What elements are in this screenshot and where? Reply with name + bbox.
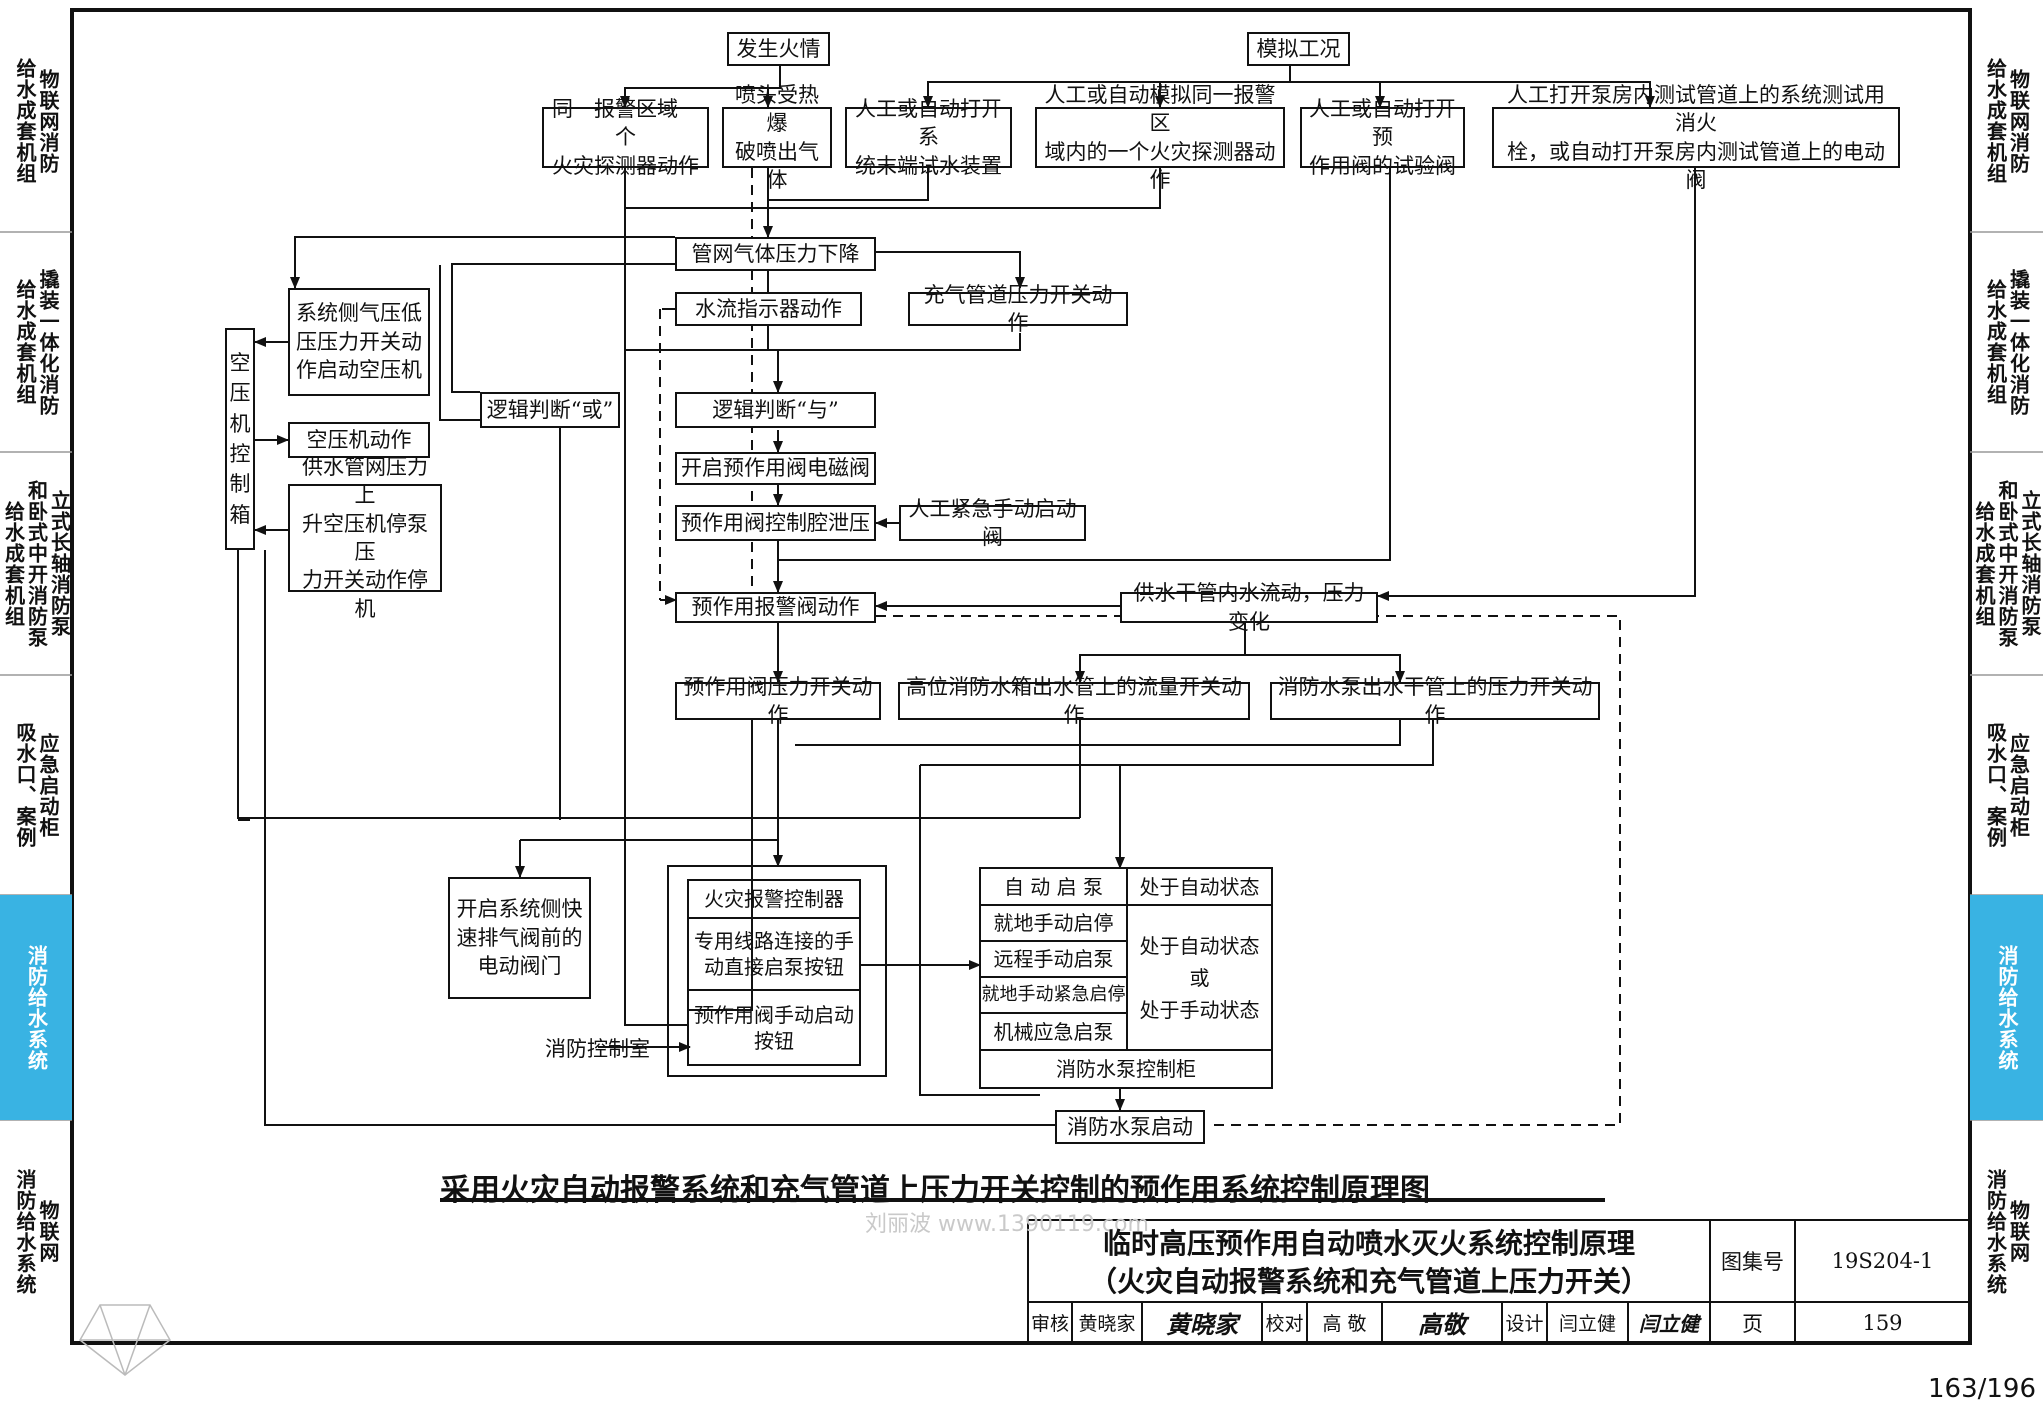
reviewer-signature: 黄晓家 (1166, 1310, 1238, 1339)
designer-signature: 闫立健 (1639, 1312, 1699, 1336)
node-sprinkler: 喷头受热爆 破喷出气体 (722, 83, 832, 192)
node-fire: 发生火情 (727, 32, 830, 66)
node-compressor-run: 空压机动作 (288, 422, 430, 458)
node-preaction-test: 人工或自动打开预 作用阀的试验阀 (1300, 97, 1465, 178)
node-test-valve: 人工或自动打开系 统末端试水装置 (845, 97, 1012, 178)
side-tab-text: 物联网消防 (2006, 68, 2031, 174)
page-label: 页 (1742, 1311, 1763, 1336)
node-logic-or: 逻辑判断“或” (480, 392, 620, 428)
title-line-1: 临时高压预作用自动喷水灭火系统控制原理 (1102, 1227, 1635, 1260)
panel-local-manual: 就地手动启停 (993, 911, 1114, 935)
panel-mechanical-emergency: 机械应急启泵 (993, 1019, 1114, 1044)
side-tab-text: 给水成套机组 (1983, 58, 2008, 184)
node-air-pressure-switch: 充气管道压力开关动作 (908, 283, 1128, 335)
node-dedicated-line-button: 专用线路连接的手 动直接启泵按钮 (694, 929, 854, 979)
side-tab-left-6[interactable]: 物联网消防给水系统 (0, 1120, 72, 1343)
node-control-chamber: 预作用阀控制腔泄压 (675, 505, 876, 541)
page-counter: 163/196 (1928, 1374, 2037, 1404)
logo-mark (79, 1304, 171, 1376)
panel-local-emergency: 就地手动紧急启停 (981, 984, 1126, 1006)
side-tab-text: 消防给水系统 (13, 1168, 37, 1295)
designer-name: 闫立健 (1558, 1313, 1616, 1335)
node-exhaust-valve: 开启系统侧快 速排气阀前的 电动阀门 (448, 877, 591, 999)
check-label: 校对 (1265, 1313, 1304, 1335)
side-tab-text: 给水成套机组 (13, 279, 37, 405)
panel-remote-manual: 远程手动启泵 (993, 947, 1114, 971)
side-tab-text: 吸水口、案例 (13, 722, 37, 848)
watermark: 刘丽波 www.1390119.com (865, 1212, 1149, 1237)
side-tab-left-1[interactable]: 物联网消防给水成套机组 (0, 10, 72, 232)
side-tab-right-6[interactable]: 物联网消防给水系统 (1970, 1120, 2043, 1343)
side-tab-text: 给水成套机组 (13, 58, 37, 184)
side-tab-text: 和卧式中开消防泵 (1995, 479, 2019, 648)
label-control-room: 消防控制室 (545, 1037, 650, 1061)
node-sim-detector: 人工或自动模拟同一报警区 域内的一个火灾探测器动作 (1035, 83, 1285, 192)
reviewer-name: 黄晓家 (1078, 1313, 1136, 1335)
side-tab-text: 消防给水系统 (1983, 1168, 2008, 1295)
side-tab-left-2[interactable]: 撬装一体化消防给水成套机组 (0, 232, 72, 452)
side-tab-text: 消防给水系统 (1995, 944, 2019, 1071)
atlas-number: 19S204-1 (1831, 1249, 1934, 1273)
side-tab-text: 消防给水系统 (24, 944, 49, 1071)
node-compressor-control-box: 空 压 机 控 制 箱 (225, 328, 255, 550)
node-simulation: 模拟工况 (1247, 32, 1350, 66)
page-number: 159 (1862, 1310, 1903, 1335)
node-detector: 同一报警区域一个 火灾探测器动作 (542, 97, 709, 178)
side-tab-right-2[interactable]: 撬装一体化消防给水成套机组 (1970, 232, 2043, 452)
side-tab-text: 给水成套机组 (1, 500, 26, 627)
side-tab-right-1[interactable]: 物联网消防给水成套机组 (1970, 10, 2043, 232)
node-pump-test: 人工打开泵房内测试管道上的系统测试用消火 栓，或自动打开泵房内测试管道上的电动阀 (1492, 83, 1900, 192)
node-flow-indicator: 水流指示器动作 (675, 292, 862, 326)
side-tab-left-4[interactable]: 应急启动柜吸水口、案例 (0, 675, 72, 895)
side-tab-text: 立式长轴消防泵 (2018, 490, 2042, 637)
side-tab-right-4[interactable]: 应急启动柜吸水口、案例 (1970, 675, 2043, 895)
side-tab-text: 立式长轴消防泵 (47, 490, 72, 637)
side-tab-left-5-active[interactable]: 消防给水系统 (0, 895, 72, 1120)
side-tab-text: 物联网 (36, 1200, 60, 1263)
panel-status-auto: 处于自动状态 (1139, 874, 1260, 899)
node-pressure-drop: 管网气体压力下降 (675, 237, 876, 271)
node-low-pressure: 系统侧气压低 压压力开关动 作启动空压机 (288, 288, 430, 396)
node-supply-rise: 供水管网压力上 升空压机停泵压 力开关动作停机 (288, 455, 442, 621)
panel-footer: 消防水泵控制柜 (1056, 1057, 1196, 1081)
side-tab-text: 给水成套机组 (1972, 500, 1996, 627)
panel-status-auto-or-manual: 处于自动状态 或 处于手动状态 (1139, 933, 1260, 1022)
node-fire-alarm-controller: 火灾报警控制器 (704, 887, 844, 911)
side-tab-text: 给水成套机组 (1983, 279, 2008, 405)
side-tab-text: 和卧式中开消防泵 (24, 479, 49, 648)
title-line-2: （火灾自动报警系统和充气管道上压力开关） (1088, 1265, 1649, 1298)
side-tab-text: 撬装一体化消防 (36, 268, 60, 416)
design-label: 设计 (1505, 1313, 1544, 1335)
node-alarm-valve: 预作用报警阀动作 (675, 592, 876, 623)
node-main-flow: 供水干管内水流动，压力变化 (1120, 581, 1378, 634)
checker-name: 高 敬 (1322, 1313, 1367, 1335)
node-valve-pressure-switch: 预作用阀压力开关动作 (675, 675, 881, 727)
node-tank-flow-switch: 高位消防水箱出水管上的流量开关动作 (898, 675, 1250, 727)
node-manual-emergency: 人工紧急手动启动阀 (899, 497, 1086, 549)
side-tab-text: 物联网消防 (36, 68, 60, 174)
side-tab-text: 应急启动柜 (36, 732, 60, 838)
panel-auto-start: 自 动 启 泵 (1003, 874, 1104, 899)
side-tab-right-3[interactable]: 立式长轴消防泵和卧式中开消防泵给水成套机组 (1970, 452, 2043, 675)
diagram-caption: 采用火灾自动报警系统和充气管道上压力开关控制的预作用系统控制原理图 (440, 1173, 1430, 1208)
node-pump-start: 消防水泵启动 (1055, 1110, 1205, 1144)
node-solenoid: 开启预作用阀电磁阀 (675, 452, 876, 485)
node-preaction-manual-button: 预作用阀手动启动 按钮 (694, 1002, 854, 1053)
side-tab-right-5-active[interactable]: 消防给水系统 (1970, 895, 2043, 1120)
review-label: 审核 (1030, 1313, 1069, 1335)
node-logic-and: 逻辑判断“与” (675, 392, 876, 428)
checker-signature: 高敬 (1418, 1310, 1466, 1339)
node-pump-pressure-switch: 消防水泵出水干管上的压力开关动作 (1270, 675, 1600, 727)
atlas-label: 图集号 (1721, 1250, 1784, 1274)
side-tab-text: 物联网 (2006, 1200, 2031, 1263)
side-tab-text: 吸水口、案例 (1983, 722, 2008, 848)
side-tab-text: 撬装一体化消防 (2006, 268, 2031, 416)
side-tab-left-3[interactable]: 立式长轴消防泵和卧式中开消防泵给水成套机组 (0, 452, 72, 675)
side-tab-text: 应急启动柜 (2006, 732, 2031, 838)
